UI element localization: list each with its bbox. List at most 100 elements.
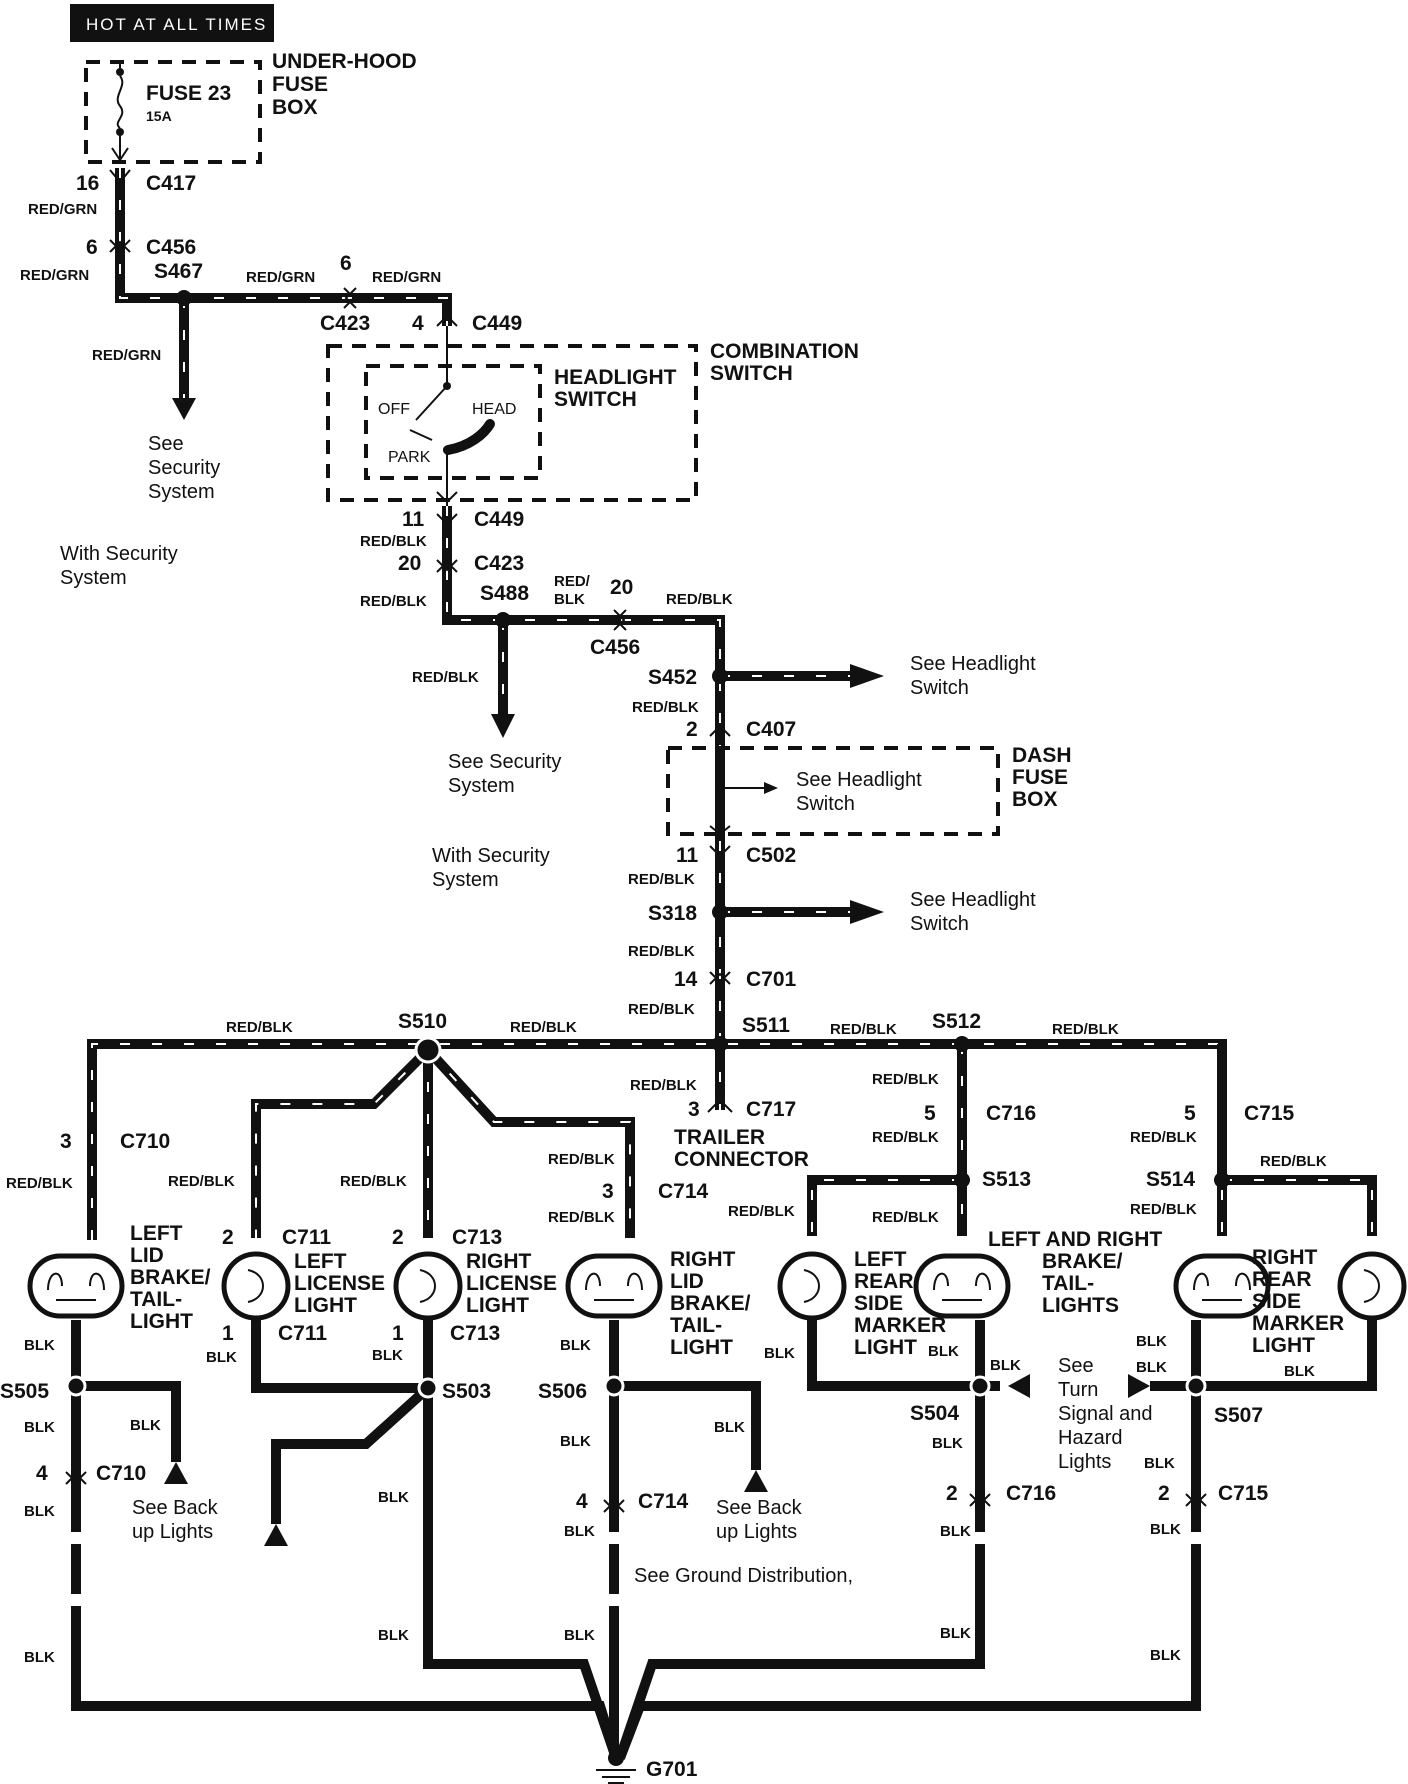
combination-switch-label-2: SWITCH [710,362,793,385]
c711-b-pin: 1 [222,1322,234,1345]
arrow-up-icon [744,1470,768,1492]
c714-pin: 3 [602,1180,614,1203]
s452-label: S452 [648,666,697,689]
c716-b-pin: 2 [946,1482,958,1505]
c713-b-label: C713 [450,1322,500,1345]
dash-fuse-symbol [709,748,778,836]
left-license-light-bulb [221,1251,291,1321]
s507-label: S507 [1214,1404,1263,1427]
wire-blk-18: BLK [378,1489,409,1506]
see-headlight-3-l1: See Headlight [910,889,1036,911]
arrow-left-icon [1008,1374,1030,1398]
headlight-switch-label-1: HEADLIGHT [554,366,677,389]
c716-label: C716 [986,1102,1036,1125]
with-security-1-l2: System [60,567,127,589]
brake-tail-label-l1: LEFT AND RIGHT [988,1228,1162,1251]
c717-pin: 3 [688,1098,700,1121]
see-headlight-1-l2: Switch [910,677,969,699]
c423-bot-label: C423 [474,552,524,575]
c710-b-pin: 4 [36,1462,48,1485]
left-marker-label-l3: SIDE [854,1292,903,1315]
c502-label: C502 [746,844,796,867]
wire-blk-4: BLK [560,1337,591,1354]
c449-top-pin: 4 [412,312,424,335]
wire-color-red-blk-20: RED/BLK [872,1209,939,1226]
connector-marks-top [109,169,458,327]
c713-b-pin: 1 [392,1322,404,1345]
wire-blk-5: BLK [764,1345,795,1362]
wire-color-red-blk-9: RED/BLK [226,1019,293,1036]
dash-fuse-box-label-3: BOX [1012,788,1058,811]
wire-color-red-slash: RED/ [554,573,591,590]
right-license-label-l1: RIGHT [466,1250,532,1273]
wire-blk-26: BLK [1150,1647,1181,1664]
wire-color-red-blk-24: RED/BLK [548,1151,615,1168]
c502-pin: 11 [676,844,699,867]
wire-color-red-blk-6: RED/BLK [628,871,695,888]
wire-blk-10: BLK [1284,1363,1315,1380]
wire-blk-9: BLK [1136,1359,1167,1376]
splice-s467 [176,290,192,306]
s510-label: S510 [398,1010,447,1033]
right-license-light-bulb [393,1251,463,1321]
wire-blk-12: BLK [130,1417,161,1434]
left-lid-label-l5: LIGHT [130,1310,193,1333]
wire-color-red-blk-10: RED/BLK [510,1019,577,1036]
wire-blk-21: BLK [1150,1521,1181,1538]
wire-blk-19: BLK [564,1523,595,1540]
with-security-1-l1: With Security [60,543,178,565]
right-license-label-l3: LIGHT [466,1294,529,1317]
arrow-right-icon [850,900,884,924]
right-marker-label-l5: LIGHT [1252,1334,1315,1357]
splice-s504 [969,1375,991,1397]
right-lid-label-l5: LIGHT [670,1336,733,1359]
c449-bot-label: C449 [474,508,524,531]
wire-color-red-blk-21: RED/BLK [6,1175,73,1192]
wire-blk-7: BLK [1136,1333,1167,1350]
splice-s503 [417,1377,439,1399]
headlight-switch-box [364,364,542,480]
see-backup-1-l2: up Lights [132,1521,213,1543]
with-security-2-l1: With Security [432,845,550,867]
fuse-name: FUSE 23 [146,82,231,105]
see-security-2-l1: See Security [448,751,561,773]
wire-color-red-grn-4: RED/GRN [372,269,441,286]
wire-color-blk-part: BLK [554,591,585,608]
c716-pin: 5 [924,1102,936,1125]
wire-color-red-grn-5: RED/GRN [92,347,161,364]
c717-label: C717 [746,1098,796,1121]
with-security-2-l2: System [432,869,499,891]
see-backup-2-l1: See Back [716,1497,803,1519]
splice-s512 [954,1036,970,1052]
wire-color-red-blk-3: RED/BLK [666,591,733,608]
wire-blk-11: BLK [24,1419,55,1436]
see-security-1-l1: See [148,433,184,455]
wire-color-red-blk-11: RED/BLK [830,1021,897,1038]
see-security-2-l2: System [448,775,515,797]
see-turn-l3: Signal and [1058,1403,1153,1425]
see-turn-l2: Turn [1058,1379,1098,1401]
splice-s318 [712,904,728,920]
c715-b-label: C715 [1218,1482,1269,1505]
combination-switch-box [326,344,698,502]
wire-color-red-blk-4: RED/BLK [412,669,479,686]
wire-color-red-grn-3: RED/GRN [246,269,315,286]
c715-b-pin: 2 [1158,1482,1170,1505]
c423-top-label: C423 [320,312,370,335]
s503-label: S503 [442,1380,491,1403]
wire-color-red-grn-1: RED/GRN [28,201,97,218]
wire-color-red-blk-1: RED/BLK [360,533,427,550]
c710-label: C710 [120,1130,170,1153]
c407-label: C407 [746,718,796,741]
see-security-1-l3: System [148,481,215,503]
c417-label: C417 [146,172,196,195]
wire-color-red-blk-19: RED/BLK [728,1203,795,1220]
headlight-switch-label-2: SWITCH [554,388,637,411]
left-marker-label-l2: REAR [854,1270,914,1293]
splice-s511 [712,1036,728,1052]
s514-label: S514 [1146,1168,1195,1191]
splice-s506 [603,1375,625,1397]
hot-at-all-times-label: HOT AT ALL TIMES [86,15,267,34]
c449-top-label: C449 [472,312,522,335]
